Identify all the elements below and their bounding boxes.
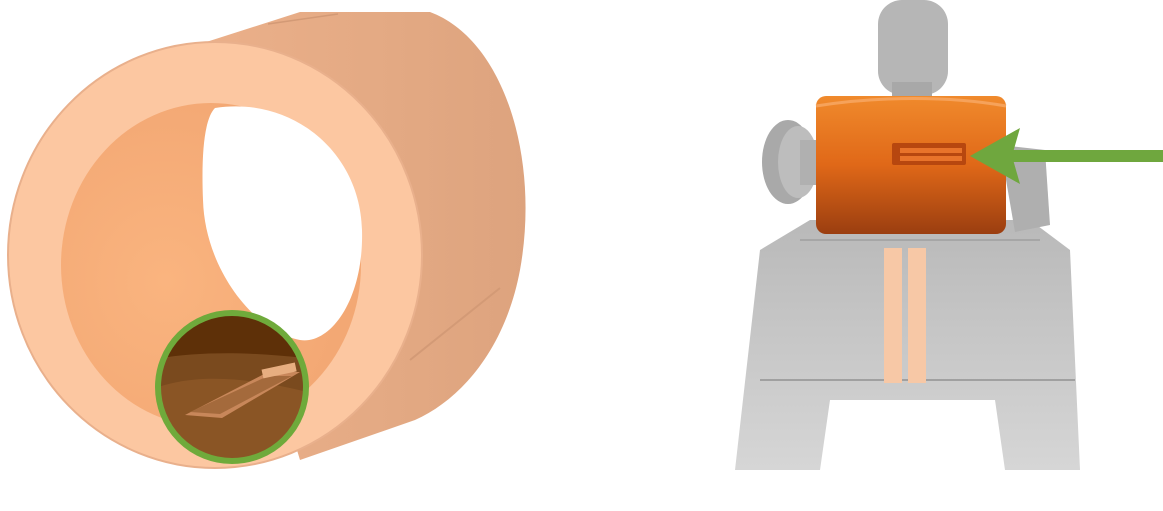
- sleeve-model-panel: [0, 0, 560, 511]
- base-stripe-right: [908, 248, 926, 383]
- copper-sleeve: [816, 96, 1006, 234]
- device-base: [735, 220, 1080, 470]
- base-stripe-left: [884, 248, 902, 383]
- knob-icon: [762, 120, 822, 204]
- mounted-sleeve-panel: [640, 0, 1163, 511]
- device-handle: [878, 0, 948, 95]
- mounted-sleeve-illustration: [640, 0, 1163, 511]
- sleeve-model-illustration: [0, 0, 560, 511]
- sleeve-slot: [892, 143, 966, 165]
